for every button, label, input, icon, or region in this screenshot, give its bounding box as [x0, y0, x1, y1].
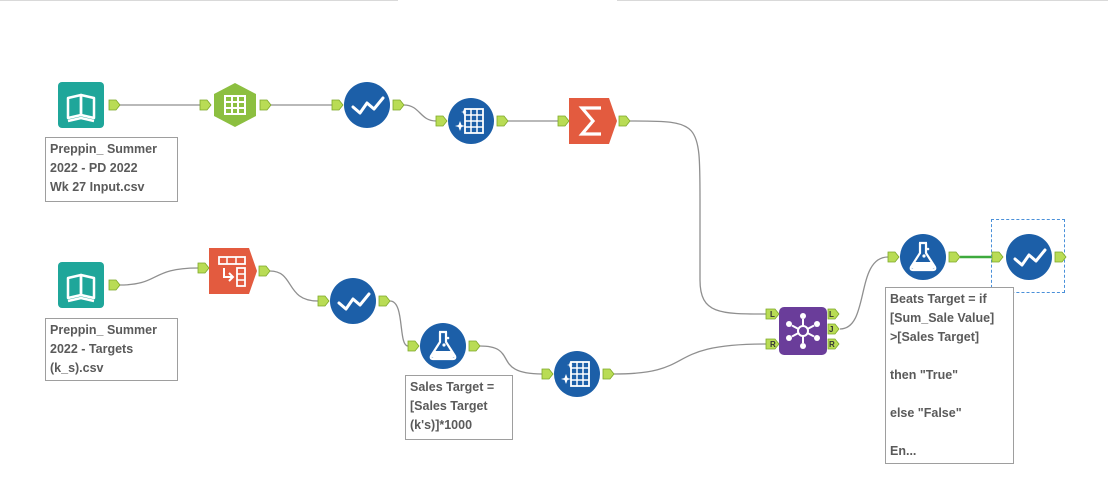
book-icon	[58, 82, 104, 128]
select-tool-2[interactable]	[329, 277, 377, 325]
summarize-tool[interactable]	[569, 97, 617, 145]
text-to-columns-tool[interactable]	[211, 82, 259, 128]
checkmark-icon	[1006, 234, 1052, 280]
annotation-input-2[interactable]: Preppin_ Summer 2022 - Targets (k_s).csv	[45, 318, 178, 381]
conn-clean2-joinright[interactable]	[613, 343, 767, 375]
checkmark-icon	[344, 82, 390, 128]
data-cleansing-tool-1[interactable]	[447, 97, 495, 145]
join-tool[interactable]	[779, 307, 827, 355]
checkmark-icon	[330, 278, 376, 324]
conn-sum-joinleft[interactable]	[629, 120, 767, 315]
flask-icon	[900, 234, 946, 280]
formula-tool-2[interactable]	[899, 233, 947, 281]
flask-icon	[420, 323, 466, 369]
conn-select1-clean1[interactable]	[403, 104, 437, 122]
transpose-tool[interactable]	[209, 247, 257, 295]
select-tool-3[interactable]	[1005, 233, 1053, 281]
toolbar-divider-left	[0, 0, 398, 1]
toolbar-divider-right	[617, 0, 1108, 1]
sparkle-table-icon	[448, 98, 494, 144]
select-tool-1[interactable]	[343, 81, 391, 129]
input-data-tool-2[interactable]	[57, 262, 107, 308]
join-icon	[779, 307, 827, 355]
conn-formula1-clean2[interactable]	[479, 345, 543, 375]
annotation-input-1[interactable]: Preppin_ Summer 2022 - PD 2022 Wk 27 Inp…	[45, 137, 178, 202]
table-icon	[214, 83, 256, 127]
input-data-tool-1[interactable]	[57, 82, 107, 128]
transpose-icon	[209, 248, 257, 294]
book-icon	[58, 262, 104, 308]
connections-layer	[119, 104, 992, 375]
conn-joinj-formula2[interactable]	[839, 256, 889, 330]
annotation-formula-2[interactable]: Beats Target = if [Sum_Sale Value] >[Sal…	[885, 287, 1014, 464]
data-cleansing-tool-2[interactable]	[553, 350, 601, 398]
conn-input2-crosstab[interactable]	[119, 267, 199, 286]
sigma-icon	[569, 98, 617, 144]
conn-crosstab-select2[interactable]	[269, 270, 319, 302]
formula-tool-1[interactable]	[419, 322, 467, 370]
annotation-formula-1[interactable]: Sales Target = [Sales Target (k's)]*1000	[405, 375, 513, 440]
sparkle-table-icon	[554, 351, 600, 397]
conn-select2-formula1[interactable]	[389, 300, 409, 347]
